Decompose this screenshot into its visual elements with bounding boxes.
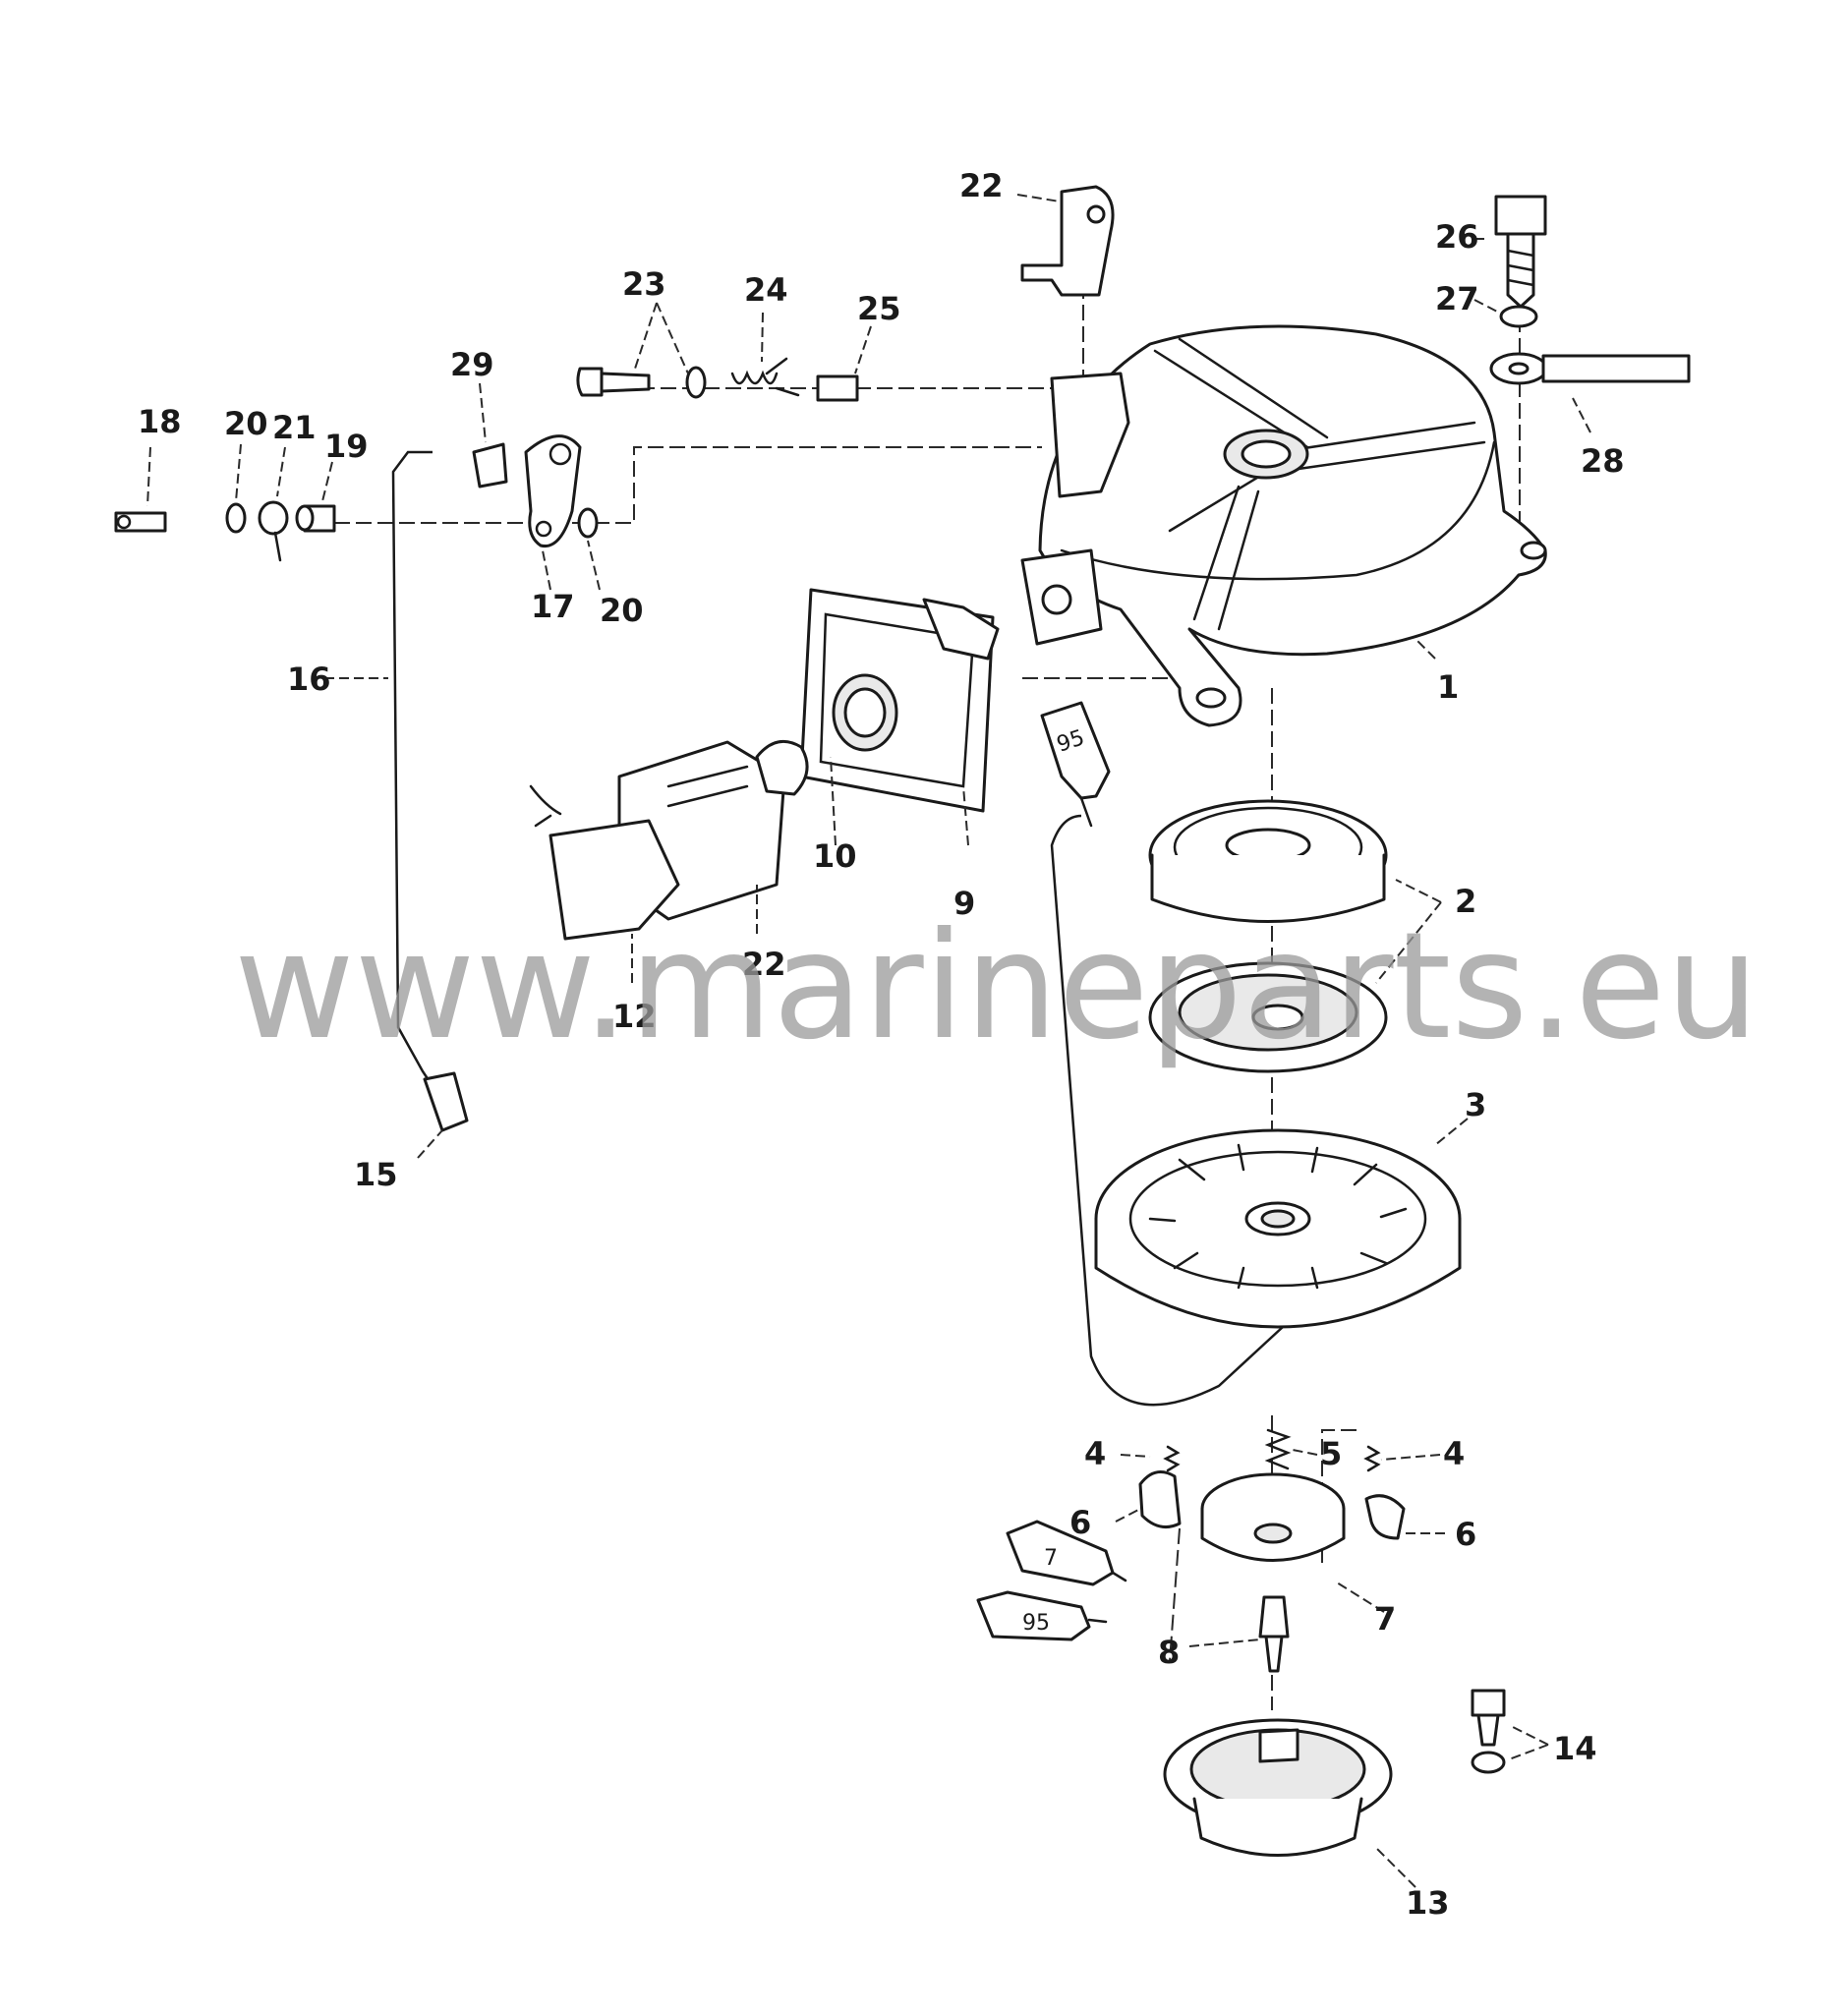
callout-17: 17: [531, 588, 575, 625]
grommet-10: [832, 673, 898, 752]
callout-9: 9: [953, 885, 975, 922]
sleeve-25: [816, 374, 859, 402]
link-rod-16: [391, 450, 434, 1087]
callout-1: 1: [1437, 668, 1459, 706]
callout-6-left: 6: [1069, 1504, 1091, 1541]
bolt-26: [1494, 195, 1547, 309]
callout-4-right: 4: [1443, 1435, 1465, 1472]
clip-21: [258, 500, 289, 562]
pawl-6-left: [1138, 1470, 1182, 1529]
callout-14: 14: [1553, 1730, 1597, 1767]
callout-19: 19: [324, 428, 369, 465]
watermark-text: www.marineparts.eu: [234, 901, 1760, 1072]
spring-4-left: [1163, 1445, 1181, 1472]
tube-label-middle: 7: [1044, 1546, 1058, 1571]
grip-housing-9: [799, 588, 1000, 813]
callout-29: 29: [450, 346, 494, 383]
callout-23: 23: [622, 265, 666, 303]
callout-10: 10: [813, 837, 857, 875]
callout-12: 12: [612, 998, 657, 1035]
leader-lines: [146, 194, 1591, 1888]
callout-22-mid: 22: [742, 946, 786, 983]
callout-8: 8: [1158, 1634, 1180, 1671]
spring-4-right: [1363, 1445, 1381, 1472]
clip-15: [423, 1071, 469, 1132]
callout-15: 15: [354, 1156, 398, 1193]
callout-26: 26: [1435, 218, 1479, 256]
callout-20-bottom: 20: [600, 592, 644, 629]
callout-3: 3: [1465, 1086, 1486, 1123]
spring-5: [1264, 1428, 1292, 1470]
starter-housing: [1020, 324, 1547, 727]
callout-27: 27: [1435, 280, 1479, 317]
callout-18: 18: [138, 403, 182, 440]
callout-5: 5: [1320, 1435, 1342, 1472]
bolt-8: [1258, 1595, 1290, 1673]
callout-28: 28: [1581, 442, 1625, 480]
bushing-19: [295, 504, 336, 533]
washer-20-left: [225, 502, 247, 534]
callout-25: 25: [857, 290, 901, 327]
bolt-14: [1471, 1689, 1506, 1774]
rope-reel-3: [1094, 1128, 1462, 1329]
insert-22-handle: [529, 784, 680, 941]
callout-6-right: 6: [1455, 1516, 1476, 1553]
spring-24: [730, 357, 800, 397]
grease-tube-upper: 95: [1040, 701, 1111, 828]
callout-7: 7: [1374, 1600, 1396, 1638]
starter-rope: [1050, 814, 1284, 1407]
callout-2: 2: [1455, 883, 1476, 920]
screw-23: [576, 366, 707, 399]
starter-cup-13: [1163, 1718, 1393, 1857]
washer-20-right: [577, 507, 599, 539]
callout-13: 13: [1406, 1884, 1450, 1922]
drive-plate-7: [1200, 1472, 1346, 1562]
grease-tube-lower: 95: [976, 1590, 1108, 1641]
washer-27: [1499, 305, 1538, 328]
clip-29: [472, 442, 508, 489]
rewind-spring-2: [1148, 799, 1388, 1073]
tube-label-lower: 95: [1022, 1611, 1050, 1636]
callout-24: 24: [744, 271, 788, 309]
nut-18: [114, 511, 167, 533]
cam-plate-17: [524, 434, 582, 548]
callout-20-top: 20: [224, 405, 268, 442]
grease-tube-middle: 7: [1006, 1520, 1127, 1586]
starter-lever: [1020, 185, 1115, 297]
ground-strap-28: [1489, 352, 1691, 385]
callout-16: 16: [287, 661, 331, 698]
callout-21: 21: [272, 409, 317, 446]
pawl-6-right: [1364, 1494, 1406, 1540]
callout-labels: 1 2 3 4 4 5 6 6 7 8 9 10 12 13 14 15 16 …: [138, 167, 1625, 1922]
callout-22-top: 22: [959, 167, 1004, 204]
callout-4-left: 4: [1084, 1435, 1106, 1472]
